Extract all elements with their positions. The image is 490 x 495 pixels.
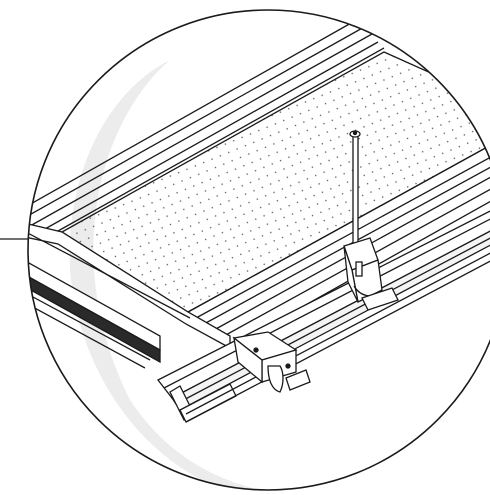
hanger-bracket: [343, 237, 399, 311]
far-grid-runner: [28, 17, 385, 241]
cross-connector-clip: [232, 331, 311, 393]
background-halo-arc: [69, 60, 260, 490]
side-channel-profile: [28, 256, 161, 369]
detail-circle-outline: [27, 9, 490, 491]
